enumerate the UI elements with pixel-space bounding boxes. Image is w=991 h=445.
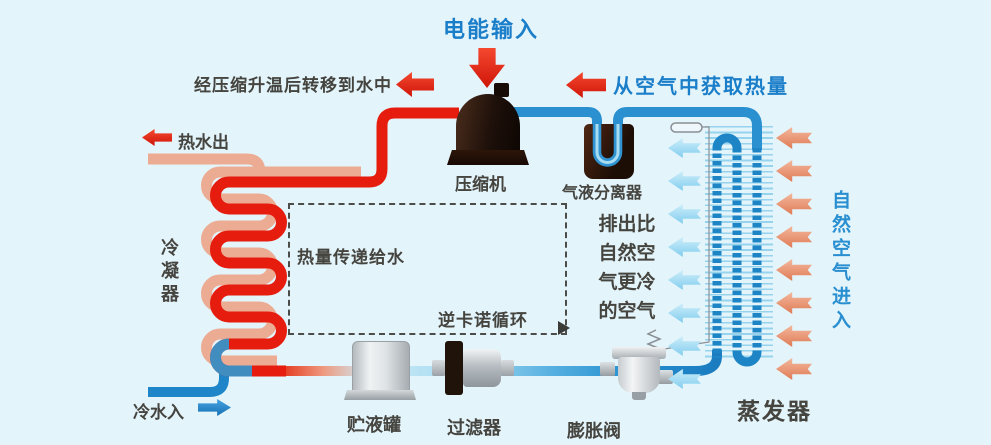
valve-body — [618, 357, 660, 393]
natural-air-label: 自然空气进入 — [829, 190, 850, 334]
reverse-carnot-label: 逆卡诺循环 — [438, 311, 528, 330]
suction-pipe-left — [512, 107, 602, 128]
cold-water-pipe — [148, 361, 229, 397]
compressor-base — [447, 150, 529, 165]
compressed-heat-note: 经压缩升温后转移到水中 — [194, 76, 392, 95]
hot-water-out-label: 热水出 — [178, 133, 229, 152]
filter-outlet — [501, 360, 514, 376]
condenser-label: 冷凝器 — [159, 238, 179, 307]
evaporator-top-bend — [712, 133, 742, 149]
valve-cap — [612, 347, 666, 359]
exhaust-air-note: 排出比 自然空 气更冷 的空气 — [598, 214, 656, 322]
compressor-label: 压缩机 — [455, 175, 506, 194]
separator-body — [584, 124, 634, 179]
expansion-valve-label: 膨胀阀 — [567, 421, 621, 441]
discharge-pipe — [368, 107, 459, 188]
evaporator-label: 蒸发器 — [737, 398, 812, 424]
heat-from-air-label: 从空气中获取热量 — [613, 76, 789, 98]
receiver-label: 贮液罐 — [347, 415, 401, 435]
valve-outlet — [658, 370, 673, 384]
receiver-tank-body — [352, 341, 410, 395]
filter-flange — [445, 341, 463, 395]
cold-water-in-label: 冷水入 — [133, 403, 184, 422]
separator-label: 气液分离器 — [562, 185, 643, 202]
filter-label: 过滤器 — [447, 418, 501, 438]
coil-cold-end — [210, 338, 252, 377]
filter-body — [463, 349, 501, 387]
suction-pipe-right — [613, 107, 762, 150]
receiver-tank-base — [344, 390, 416, 400]
heat-to-water-label: 热量传递给水 — [297, 248, 405, 267]
electric-input-label: 电能输入 — [442, 17, 539, 42]
compressor-body — [456, 94, 520, 156]
valve-nub — [632, 392, 646, 400]
compressor-nub — [494, 83, 509, 97]
evaporator-bottom-bend — [732, 351, 762, 367]
separator-u-tube — [592, 124, 623, 167]
hot-water-pipe — [148, 153, 266, 180]
filter-inlet — [432, 360, 445, 376]
valve-inlet — [600, 362, 615, 376]
sensor-bulb — [670, 122, 703, 133]
